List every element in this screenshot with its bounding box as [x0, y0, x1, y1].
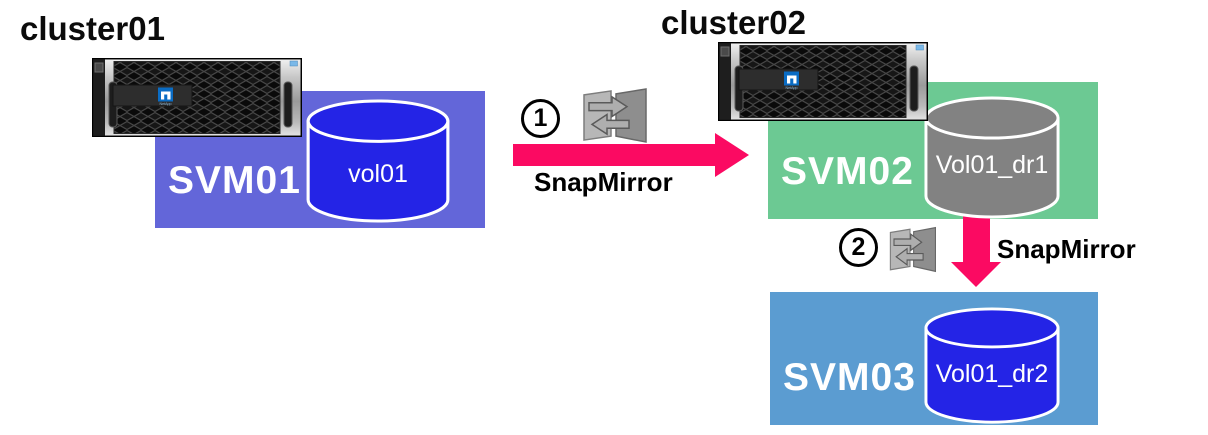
vol01-dr1-label: Vol01_dr1	[935, 151, 1049, 179]
step-2-number: 2	[851, 233, 866, 261]
snapmirror-label-2: SnapMirror	[997, 234, 1136, 264]
cluster02-title: cluster02	[661, 4, 806, 41]
cluster02-storage-array-image: NetApp	[718, 42, 928, 121]
step-1-number: 1	[533, 104, 548, 132]
vol01-label: vol01	[348, 160, 408, 188]
snapmirror-label-1: SnapMirror	[534, 167, 673, 197]
vol01-cylinder: vol01	[305, 99, 451, 224]
snapmirror-mirror-icon	[886, 226, 950, 273]
cylinder-shape	[306, 99, 450, 223]
vol01-dr2-cylinder: Vol01_dr2	[923, 307, 1061, 425]
step-2-badge: 2	[839, 228, 878, 267]
cluster01-storage-array-image: NetApp	[92, 58, 302, 137]
cylinder-shape	[924, 96, 1060, 219]
svg-text:NetApp: NetApp	[160, 102, 172, 106]
svm02-label: SVM02	[781, 150, 914, 193]
step-1-badge: 1	[521, 99, 560, 138]
snapmirror-arrow-right	[513, 131, 751, 179]
vol01-dr2-label: Vol01_dr2	[935, 360, 1049, 388]
svg-text:NetApp: NetApp	[786, 86, 798, 90]
cluster01-title: cluster01	[20, 10, 165, 47]
svm01-label: SVM01	[168, 159, 301, 202]
vol01-dr1-cylinder: Vol01_dr1	[923, 96, 1061, 220]
snapmirror-mirror-icon	[578, 87, 666, 144]
svm03-label: SVM03	[783, 356, 916, 399]
cylinder-shape	[924, 307, 1060, 424]
snapmirror-arrow-down	[950, 216, 1002, 288]
